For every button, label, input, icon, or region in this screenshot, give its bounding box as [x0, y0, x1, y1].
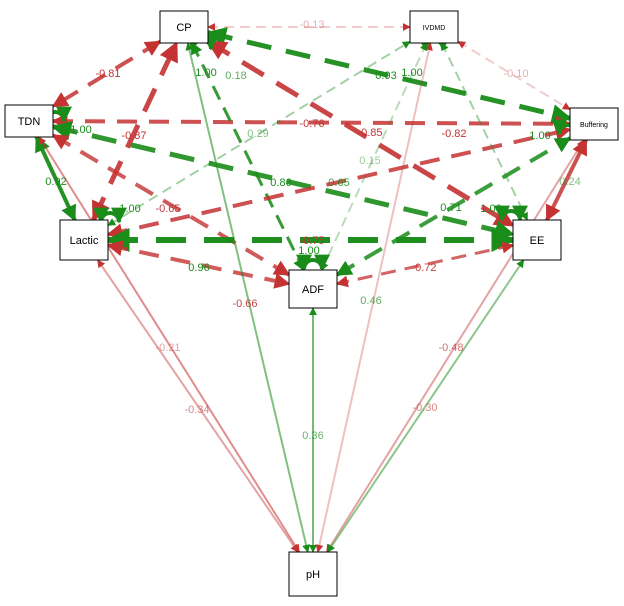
edge-label-cp-adf: 0.65 [328, 177, 349, 189]
edge-label-lactic-ph: -0.34 [184, 404, 209, 416]
edge-label-lactic-ivdmd: 0.29 [247, 128, 268, 140]
node-label-ph: pH [306, 569, 320, 581]
edge-label-ph-cp: 0.46 [360, 295, 381, 307]
edge-tdn-ph [38, 136, 301, 553]
edge-label-cp-adf: 0.18 [225, 70, 246, 82]
self-loop-label-adf: 1.00 [298, 245, 319, 257]
edge-label-cp-ivdmd: -0.13 [299, 19, 324, 31]
self-loop-lactic [93, 207, 127, 224]
node-label-buffering: Buffering [580, 122, 608, 129]
node-box-tdn [4, 104, 54, 138]
edge-label-lactic-adf: -0.72 [411, 262, 436, 274]
self-loop-label-tdn: 1.00 [70, 124, 91, 136]
self-loop-label-ee: 1.00 [480, 203, 501, 215]
edge-label-tdn-adf: -0.65 [155, 203, 180, 215]
edge-label-cp-tdn: -0.81 [95, 68, 120, 80]
node-box-ivdmd [409, 10, 459, 44]
node-ee: EE [512, 219, 562, 261]
node-label-cp: CP [176, 22, 191, 34]
edge-label-ivdmd-ee: 0.24 [559, 176, 580, 188]
edge-label-tdn-lactic: 0.92 [45, 176, 66, 188]
node-lactic: Lactic [59, 219, 109, 261]
edge-label-ee-buffering: -0.75 [299, 235, 324, 247]
node-box-buffering [569, 107, 619, 141]
edge-label-ee-adf: -0.66 [232, 298, 257, 310]
node-box-adf [288, 269, 338, 309]
self-loop-label-lactic: 1.00 [119, 203, 140, 215]
node-tdn: TDN [4, 104, 54, 138]
self-loop-ee [494, 205, 528, 222]
node-cp: CP [159, 10, 209, 44]
self-loop-adf [296, 254, 330, 271]
node-buffering: Buffering [569, 107, 619, 141]
node-label-tdn: TDN [18, 116, 41, 128]
edge-label-buffering-ph: -0.30 [412, 402, 437, 414]
node-label-ee: EE [530, 235, 545, 247]
node-box-lactic [59, 219, 109, 261]
edge-label-layer: -0.13 -0.10 -0.81 0.18 0.93 -0.85 -0.76 0.92 -0.… [45, 19, 580, 442]
edge-label-lactic-buffering: -0.82 [441, 128, 466, 140]
edge-label-adf-buffering: 0.71 [440, 202, 461, 214]
edge-layer [34, 23, 588, 553]
edge-label-cp-ee: -0.85 [357, 127, 382, 139]
edge-label-lactic-cp: -0.87 [121, 130, 146, 142]
node-label-lactic: Lactic [70, 235, 99, 247]
edge-label-tdn-ph: -0.48 [438, 342, 463, 354]
node-label-adf: ADF [302, 284, 324, 296]
node-ph: pH [288, 551, 338, 597]
edge-label-cp-buffering: 0.93 [375, 70, 396, 82]
node-adf: ADF [288, 269, 338, 309]
node-ivdmd: IVDMD [409, 10, 459, 44]
node-box-cp [159, 10, 209, 44]
edge-label-ivdmd-adf: 0.15 [359, 155, 380, 167]
edge-ee-ph [326, 259, 525, 553]
edge-cp-tdn [51, 39, 162, 109]
edge-label-ivdmd-ph: -0.21 [155, 342, 180, 354]
node-box-ee [512, 219, 562, 261]
edge-label-ee-ph: 0.36 [302, 430, 323, 442]
edge-label-lactic-ee: 0.96 [188, 262, 209, 274]
edge-label-ivdmd-buffering: -0.10 [503, 68, 528, 80]
self-loop-label-ivdmd: 1.00 [401, 67, 422, 79]
edge-label-tdn-buffering: -0.76 [299, 118, 324, 130]
node-box-ph [288, 551, 338, 597]
self-loop-label-buffering: 1.00 [529, 130, 550, 142]
edge-label-tdn-ee: 0.86 [270, 177, 291, 189]
node-label-ivdmd: IVDMD [423, 25, 446, 32]
self-loop-label-cp: 1.00 [195, 67, 216, 79]
